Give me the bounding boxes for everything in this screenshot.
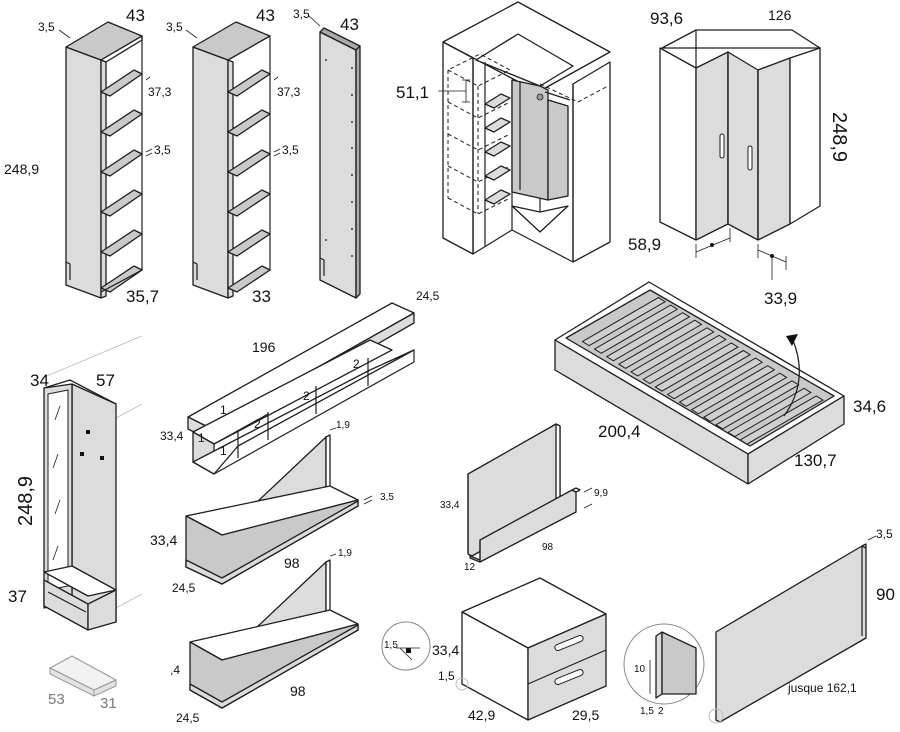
shelf-b-top-label: 3,5 [166, 20, 183, 34]
wardrobe-depth-right-label: 33,9 [764, 289, 797, 308]
shelf-1-length-label: 98 [284, 555, 300, 571]
rack-base-label: 12 [464, 562, 476, 573]
bed-length-label: 200,4 [598, 422, 641, 441]
mirror-depth-label: 34 [30, 371, 49, 390]
tv-unit-top-label: 24,5 [416, 289, 440, 303]
tv-unit-length-label: 196 [252, 339, 276, 355]
headboard-panel: 3,5 90 jusque 162,1 [708, 527, 895, 724]
shelf-1-thickness-label: 1,9 [336, 420, 350, 431]
bed-slat [739, 395, 824, 445]
headboard-height-label: 90 [876, 585, 895, 604]
shelf-1-depth-label: 24,5 [172, 581, 196, 595]
bed-slat [654, 342, 739, 392]
shelf-a-depth-label: 35,7 [126, 287, 159, 306]
shelf-2-height-label: ,4 [170, 663, 180, 677]
wall-shelf-1: 1,9 3,5 33,4 98 24,5 [150, 420, 394, 595]
shelf-a-height-label: 248,9 [4, 161, 39, 177]
mirror-height-label: 248,9 [15, 476, 37, 526]
corner-shelf-spacing-label: 51,1 [396, 83, 429, 102]
side-panel: 3,5 43 [293, 7, 361, 299]
bed-slat [642, 334, 727, 385]
wardrobe-front-label: 126 [768, 7, 792, 23]
tv-unit-label-2c: 2 [353, 357, 360, 371]
wardrobe-side-label: 93,6 [650, 9, 683, 28]
shelf-b-width-label: 43 [256, 6, 275, 25]
shelf-2-depth-label: 24,5 [176, 711, 200, 725]
detail-edge-label: 1,5 [384, 640, 398, 651]
bed-slat [617, 319, 703, 369]
bed-height-label: 34,6 [853, 397, 886, 416]
mirror-base-label: 37 [8, 587, 27, 606]
bed-slat [581, 296, 667, 347]
shelf-a-width-label: 43 [126, 6, 145, 25]
bed-slat [630, 327, 715, 377]
shelf-a-spacing-label: 37,3 [148, 85, 172, 99]
bed-slat [715, 380, 800, 430]
nightstand-edge-detail: 1,5 [381, 621, 431, 671]
tv-unit-label-2a: 2 [254, 417, 261, 431]
detail-gap-label: 2 [658, 706, 664, 717]
nightstand: 33,4 42,9 29,5 1,5 [432, 577, 607, 723]
side-panel-thickness-label: 3,5 [293, 7, 310, 21]
tv-unit-label-2b: 2 [303, 389, 310, 403]
headboard-length-label: jusque 162,1 [787, 681, 857, 695]
shelf-1-lip-label: 3,5 [380, 492, 394, 503]
tv-unit-label-1c: 1 [220, 444, 227, 458]
headboard-thickness-label: 3,5 [876, 527, 893, 541]
shelf-2-length-label: 98 [290, 683, 306, 699]
wall-shelf-2: 1,9 ,4 98 24,5 [170, 548, 359, 725]
headboard-edge-detail: 10 1,5 2 [623, 623, 705, 717]
shelf-b-spacing-label: 37,3 [277, 85, 301, 99]
wardrobe-height-label: 248,9 [828, 112, 850, 162]
bed-width-label: 130,7 [794, 451, 837, 470]
shelf-a-shelf-label: 3,5 [154, 143, 171, 157]
bed-slat [690, 365, 776, 415]
tv-unit-label-1b: 1 [198, 431, 205, 445]
box-seat: 53 31 [48, 655, 118, 712]
tv-unit: 1 1 2 1 2 2 196 24,5 33,4 [160, 289, 440, 475]
corner-wardrobe-closed: 93,6 126 248,9 58,9 33,9 [628, 7, 850, 308]
rack-lip-label: 9,9 [594, 488, 608, 499]
bed-slat [605, 312, 691, 362]
shelf-2-thickness-label: 1,9 [338, 548, 352, 559]
detail-edge-1-label: 1,5 [640, 706, 654, 717]
bed-slat [593, 304, 679, 354]
shelf-unit-a: 3,5 43 248,9 37,3 3,5 35,7 [4, 6, 172, 306]
bed-slat [702, 372, 788, 422]
nightstand-height-label: 33,4 [432, 642, 459, 658]
corner-wardrobe-interior: 51,1 [396, 1, 611, 263]
shelf-b-shelf-label: 3,5 [282, 143, 299, 157]
shelf-b-depth-label: 33 [252, 287, 271, 306]
bed-frame: 200,4 130,7 34,6 [554, 281, 886, 485]
bed-slats [581, 296, 824, 445]
shelf-a-top-label: 3,5 [38, 20, 55, 34]
bed-slat [678, 357, 764, 407]
shelf-1-height-label: 33,4 [150, 532, 177, 548]
wardrobe-depth-left-label: 58,9 [628, 235, 661, 254]
nightstand-edge-label: 1,5 [438, 669, 455, 683]
mirror-column: 34 57 248,9 37 [8, 335, 143, 631]
side-panel-width-label: 43 [340, 15, 359, 34]
nightstand-width-label: 29,5 [572, 707, 599, 723]
detail-height-label: 10 [634, 664, 646, 675]
mirror-width-label: 57 [96, 371, 115, 390]
bed-slat [727, 387, 812, 438]
magazine-rack: 33,4 9,9 98 12 [440, 423, 608, 573]
tv-unit-label-1a: 1 [220, 403, 227, 417]
shelf-unit-b: 3,5 43 37,3 3,5 33 [166, 6, 301, 306]
rack-length-label: 98 [542, 542, 554, 553]
bed-slat [666, 349, 752, 400]
nightstand-depth-label: 42,9 [468, 707, 495, 723]
box-seat-depth-label: 31 [100, 695, 117, 712]
box-seat-width-label: 53 [48, 691, 65, 708]
rack-height-label: 33,4 [440, 500, 460, 511]
tv-unit-height-label: 33,4 [160, 429, 184, 443]
